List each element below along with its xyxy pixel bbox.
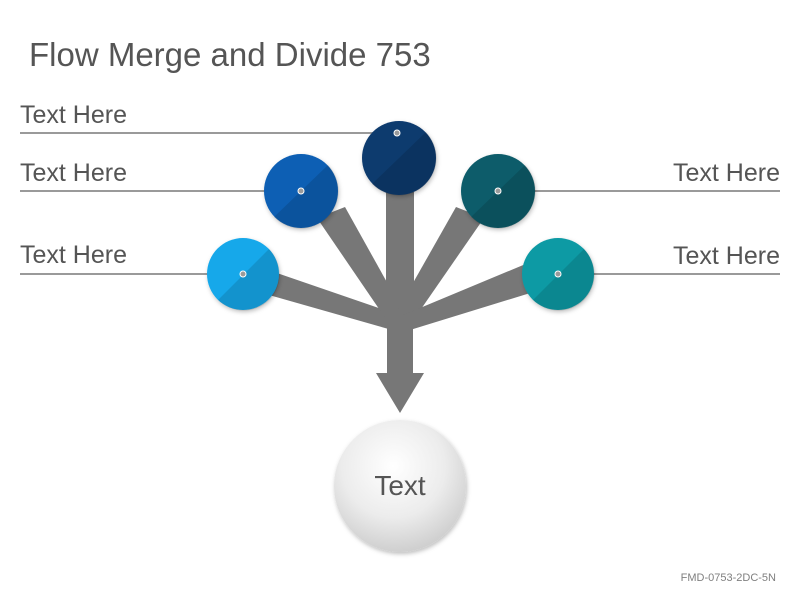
center-node-text: Text <box>374 470 426 501</box>
dot-mid-right <box>494 187 502 195</box>
node-sheen <box>218 132 595 311</box>
arm-far-left <box>248 263 408 330</box>
down-arrow <box>376 315 424 413</box>
dot-mid-left <box>297 187 305 195</box>
node-top-center <box>362 121 436 195</box>
footer-code: FMD-0753-2DC-5N <box>680 572 776 584</box>
label-mid-right: Text Here <box>673 159 780 187</box>
arm-mid-left <box>317 207 408 325</box>
merge-arrows <box>248 192 540 413</box>
arm-center <box>386 192 414 325</box>
node-dots <box>239 129 562 278</box>
label-top-left: Text Here <box>20 101 127 129</box>
dot-top-center <box>393 129 401 137</box>
label-low-right: Text Here <box>673 242 780 270</box>
label-mid-left: Text Here <box>20 159 127 187</box>
label-low-left: Text Here <box>20 241 127 269</box>
dot-low-right <box>554 270 562 278</box>
dot-low-left <box>239 270 247 278</box>
arm-mid-right <box>392 207 484 325</box>
arm-far-right <box>396 263 540 330</box>
page-title: Flow Merge and Divide 753 <box>29 36 431 73</box>
center-sphere <box>334 420 466 552</box>
